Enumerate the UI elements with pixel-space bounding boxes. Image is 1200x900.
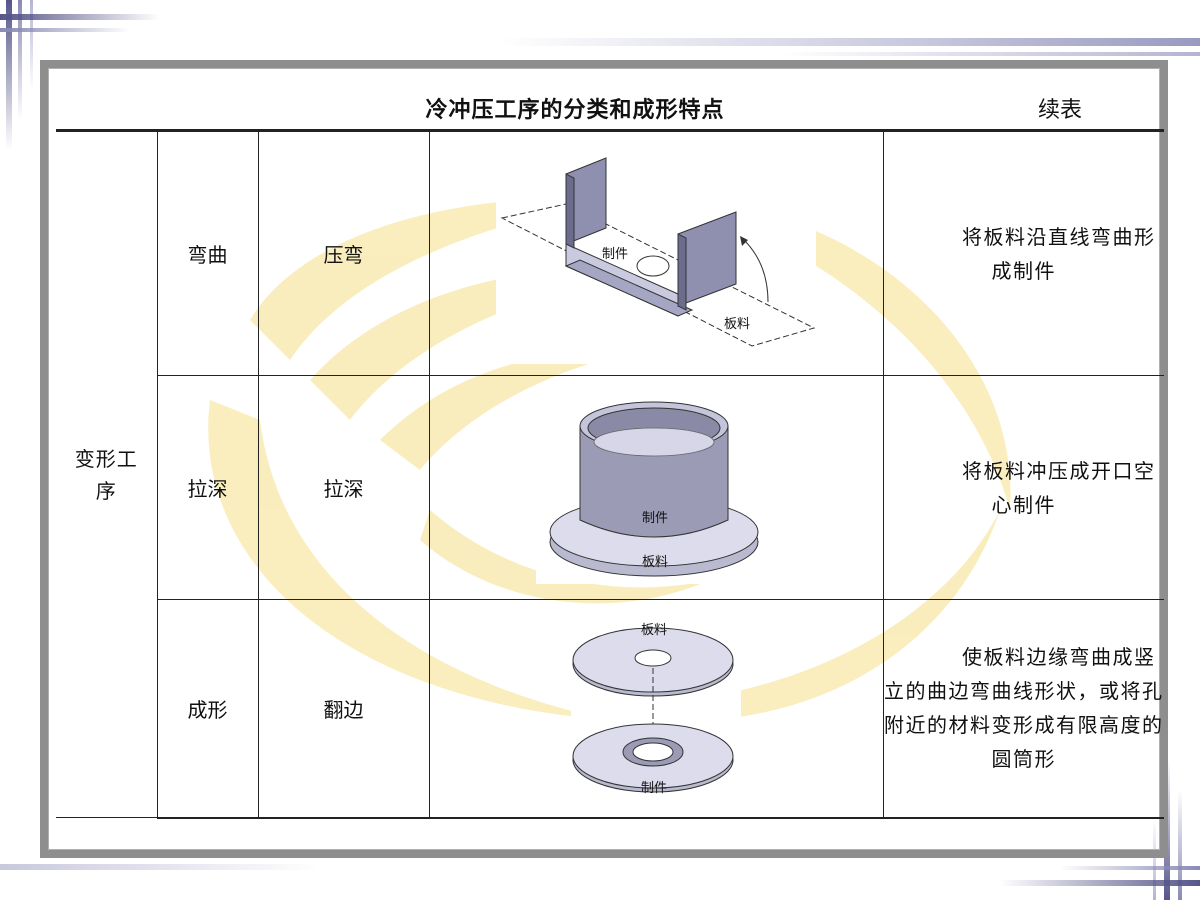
title-divider bbox=[56, 129, 1164, 131]
drawing-figure: 制件 板料 bbox=[536, 391, 776, 584]
part-label: 制件 bbox=[642, 511, 668, 526]
process-table: 变形工序 弯曲 压弯 制件 bbox=[56, 131, 1164, 819]
table-row: 变形工序 弯曲 压弯 制件 bbox=[56, 131, 1164, 818]
description-cell: 使板料边缘弯曲成竖立的曲边弯曲线形状，或将孔附近的材料变形成有限高度的圆筒形 bbox=[882, 599, 1164, 819]
category-label: 变形工序 bbox=[74, 446, 138, 503]
decor-stripe bbox=[30, 0, 33, 90]
figure-cell: 板料 制件 bbox=[428, 599, 884, 819]
type-cell: 弯曲 bbox=[156, 131, 259, 376]
decor-stripe bbox=[6, 0, 12, 150]
figure-cell: 制件 板料 bbox=[428, 375, 884, 600]
category-cell: 变形工序 bbox=[56, 131, 158, 818]
process-cell: 压弯 bbox=[257, 131, 430, 376]
decor-stripe bbox=[0, 14, 160, 20]
decor-stripe bbox=[1178, 790, 1182, 900]
decor-stripe bbox=[18, 0, 22, 120]
blank-label: 板料 bbox=[724, 317, 750, 332]
part-label: 制件 bbox=[641, 781, 667, 796]
decor-stripe bbox=[0, 864, 320, 870]
decor-stripe bbox=[1000, 880, 1200, 886]
process-cell: 翻边 bbox=[257, 599, 430, 819]
bending-figure: 制件 板料 bbox=[496, 143, 816, 364]
table-row: 拉深 拉深 制件 板料 将板料冲压成开口空心制件 bbox=[56, 375, 1164, 600]
blank-label: 板料 bbox=[641, 623, 667, 638]
figure-cell: 制件 板料 bbox=[428, 131, 884, 376]
part-label: 制件 bbox=[602, 247, 628, 262]
decor-stripe bbox=[780, 52, 1200, 56]
slide-frame bbox=[40, 60, 1168, 858]
description-cell: 将板料沿直线弯曲形成制件 bbox=[882, 131, 1164, 376]
blank-label: 板料 bbox=[642, 555, 668, 570]
continued-label: 续表 bbox=[1037, 98, 1082, 123]
process-cell: 拉深 bbox=[257, 375, 430, 600]
type-cell: 拉深 bbox=[156, 375, 259, 600]
type-cell: 成形 bbox=[156, 599, 259, 819]
decor-stripe bbox=[500, 38, 1200, 46]
decor-stripe bbox=[1060, 866, 1200, 870]
flanging-figure: 板料 制件 bbox=[571, 608, 741, 809]
decor-stripe bbox=[1153, 820, 1156, 900]
table-row: 成形 翻边 板料 制件 使板料边缘弯曲成竖立的曲边弯曲线形状，或将孔附近的材料变… bbox=[56, 599, 1164, 819]
decor-stripe bbox=[0, 28, 130, 32]
description-cell: 将板料冲压成开口空心制件 bbox=[882, 375, 1164, 600]
page-title: 冷冲压工序的分类和成形特点 bbox=[425, 98, 725, 123]
